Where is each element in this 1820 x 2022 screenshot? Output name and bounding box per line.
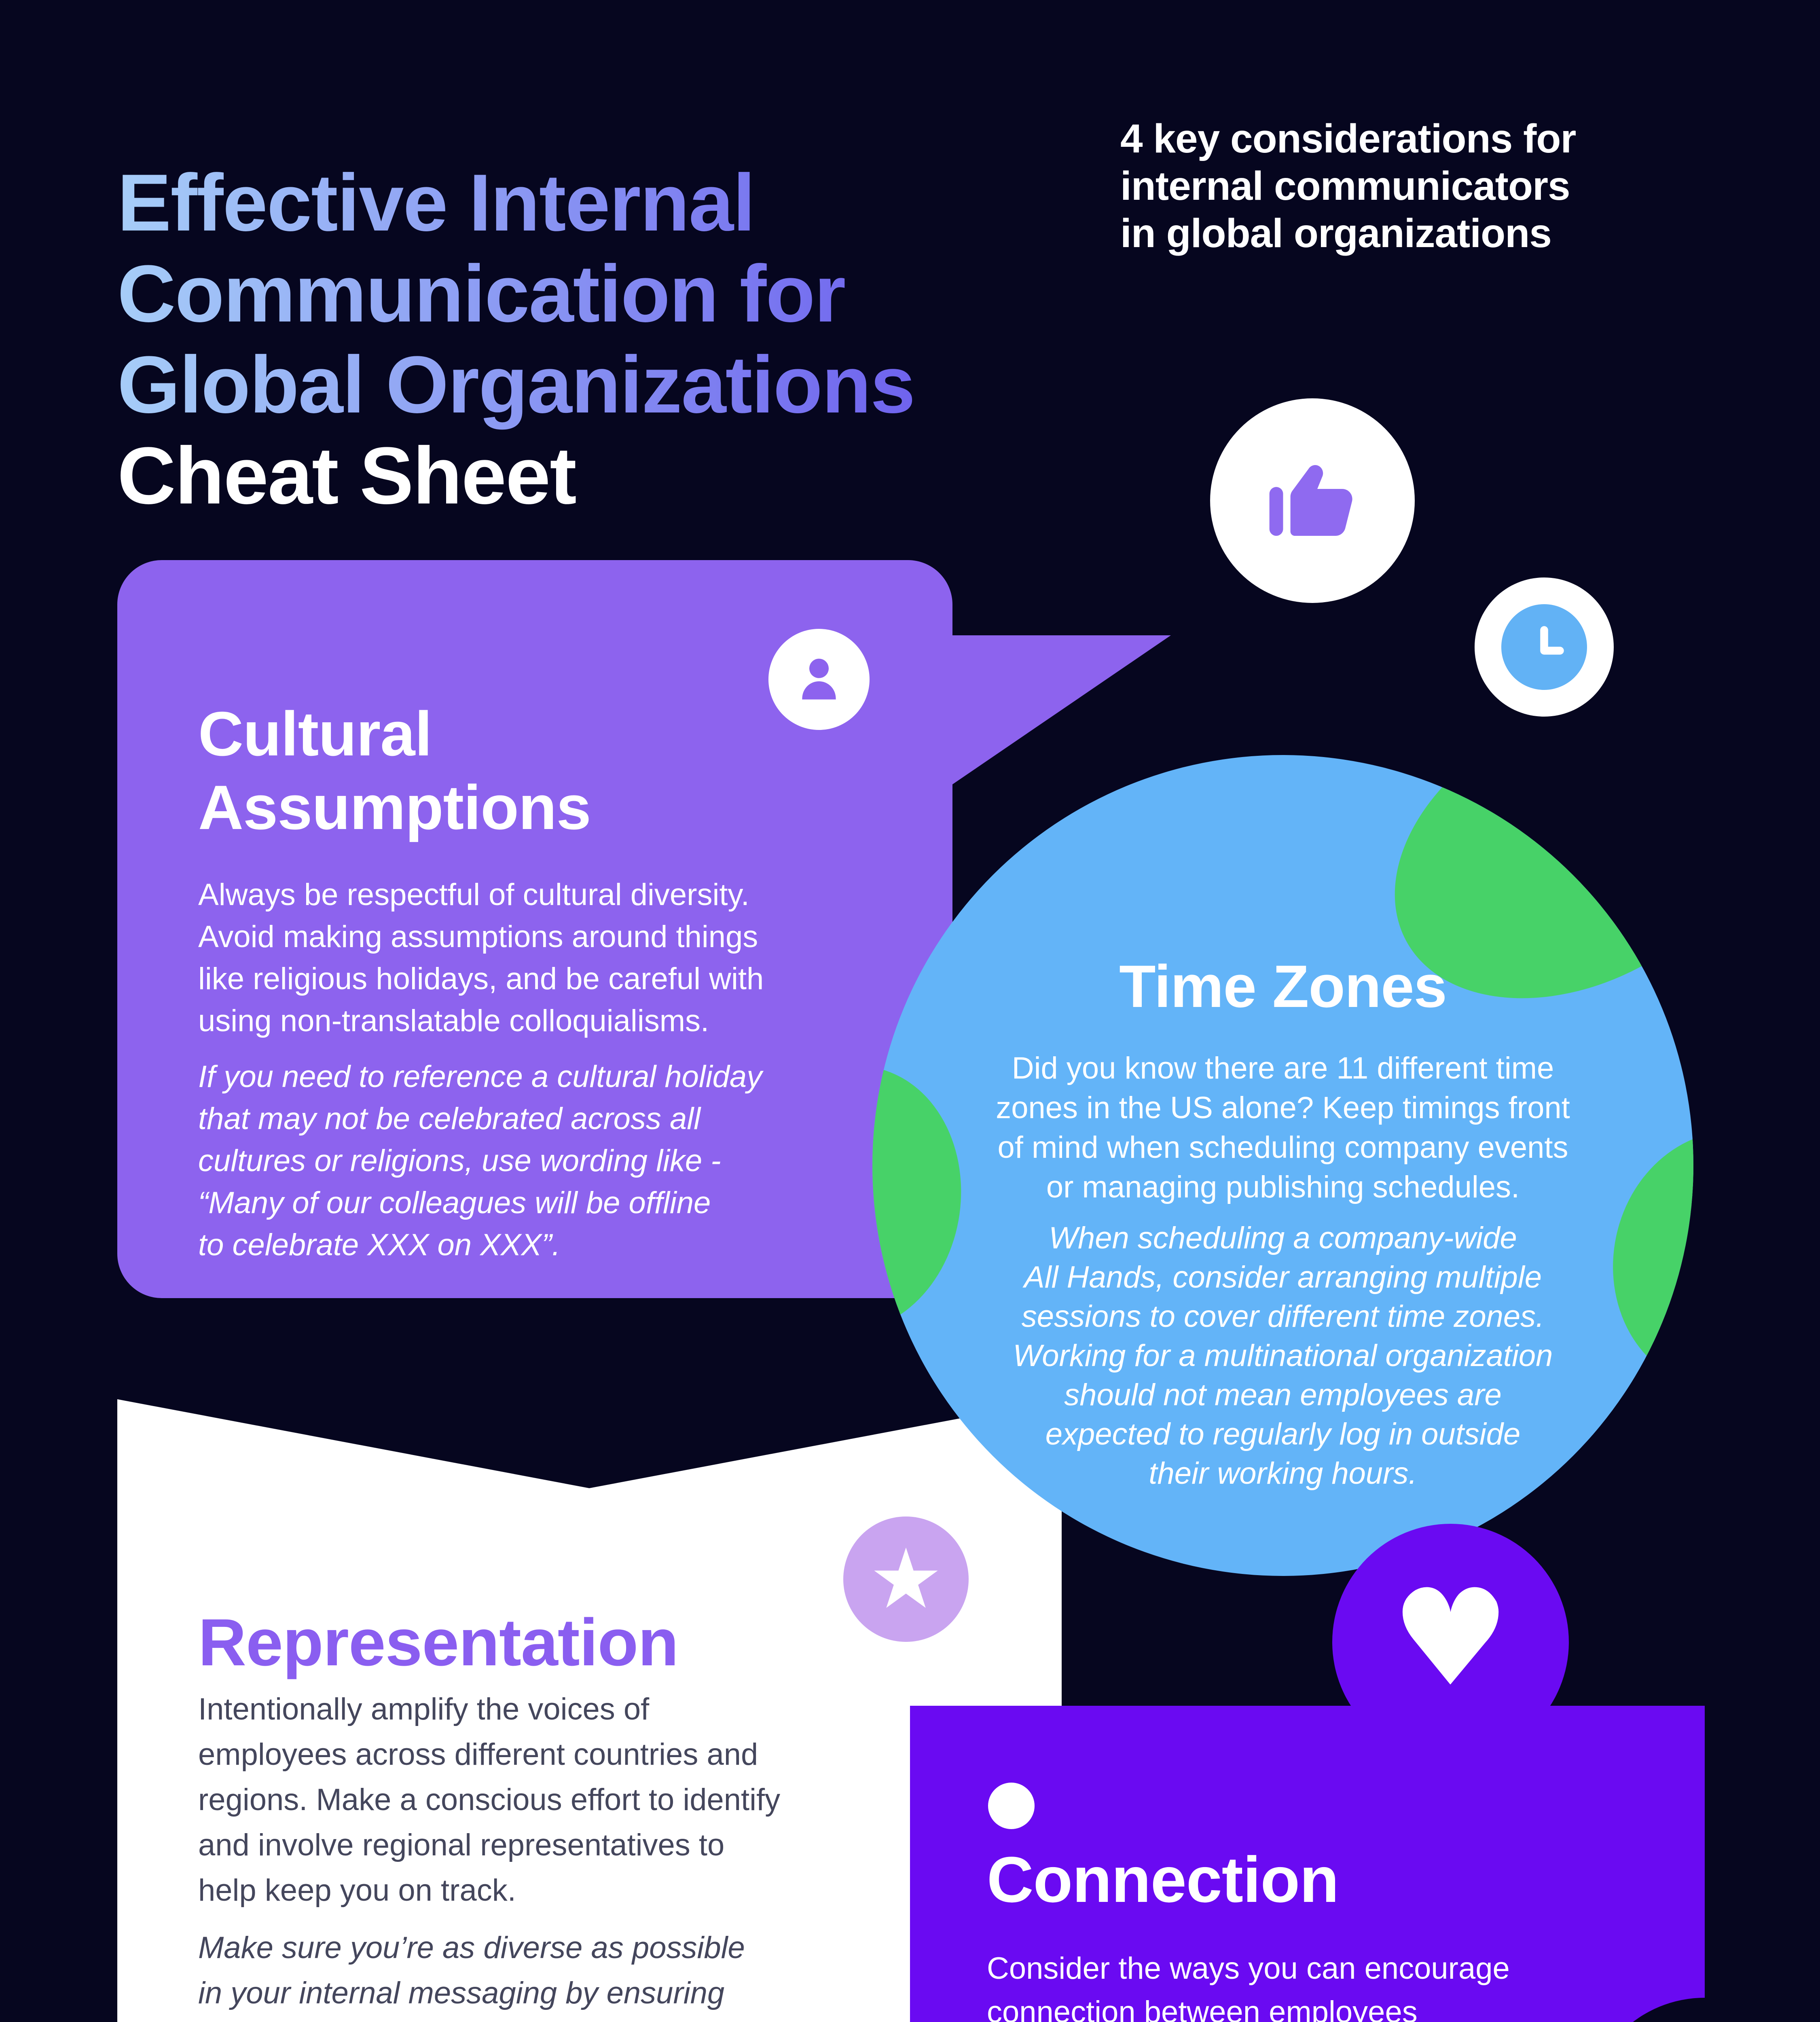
clock-icon: [1540, 626, 1564, 655]
decorative-dot: [988, 1783, 1035, 1829]
star-badge: ★: [843, 1516, 969, 1642]
tagline: 4 key considerations for internal commun…: [1120, 116, 1576, 256]
thumbs-up-badge: [1210, 398, 1415, 603]
representation-tip: Make sure you’re as diverse as possible …: [198, 1931, 762, 2022]
page-title-line-1: Effective Internal: [117, 157, 914, 248]
connection-title: Connection: [987, 1843, 1339, 1916]
edge-notch: [1586, 1998, 1820, 2022]
representation-title: Representation: [198, 1605, 679, 1679]
time-zones-body: Did you know there are 11 different time…: [996, 1051, 1570, 1204]
thumbs-up-icon: [1269, 465, 1352, 536]
page-title-line-3: Global Organizations: [117, 340, 915, 430]
connection-body: Consider the ways you can encourage conn…: [987, 1951, 1510, 2022]
section-card-representation: Representation ★ Intentionally amplify t…: [117, 1399, 1062, 2022]
person-badge: [768, 629, 870, 730]
page-title-line-2: Communication for: [117, 248, 914, 339]
speech-bubble-tail: [950, 635, 1171, 786]
representation-body: Intentionally amplify the voices of empl…: [198, 1692, 781, 1908]
time-zones-tip: When scheduling a company-wide All Hands…: [1013, 1221, 1553, 1491]
cultural-assumptions-body: Always be respectful of cultural diversi…: [198, 878, 764, 1038]
cultural-assumptions-title: Cultural Assumptions: [198, 698, 591, 842]
section-card-connection: ♥ Connection Consider the ways you can e…: [910, 1524, 1820, 2022]
time-zones-title: Time Zones: [1119, 953, 1447, 1020]
star-icon: ★: [869, 1531, 943, 1627]
clock-face: [1501, 604, 1587, 690]
section-card-cultural-assumptions: Cultural Assumptions Always be respectfu…: [117, 560, 1171, 1298]
cultural-assumptions-tip: If you need to reference a cultural holi…: [198, 1060, 762, 1262]
page-subtitle: Cheat Sheet: [117, 431, 577, 521]
heart-badge: ♥: [1332, 1524, 1569, 1760]
heart-icon: ♥: [1390, 1560, 1511, 1716]
section-globe-time-zones: Time Zones Did you know there are 11 dif…: [872, 755, 1693, 1576]
clock-badge: [1475, 577, 1614, 717]
page-title: Effective Internal Communication for Glo…: [117, 157, 915, 521]
person-icon: [802, 658, 836, 700]
